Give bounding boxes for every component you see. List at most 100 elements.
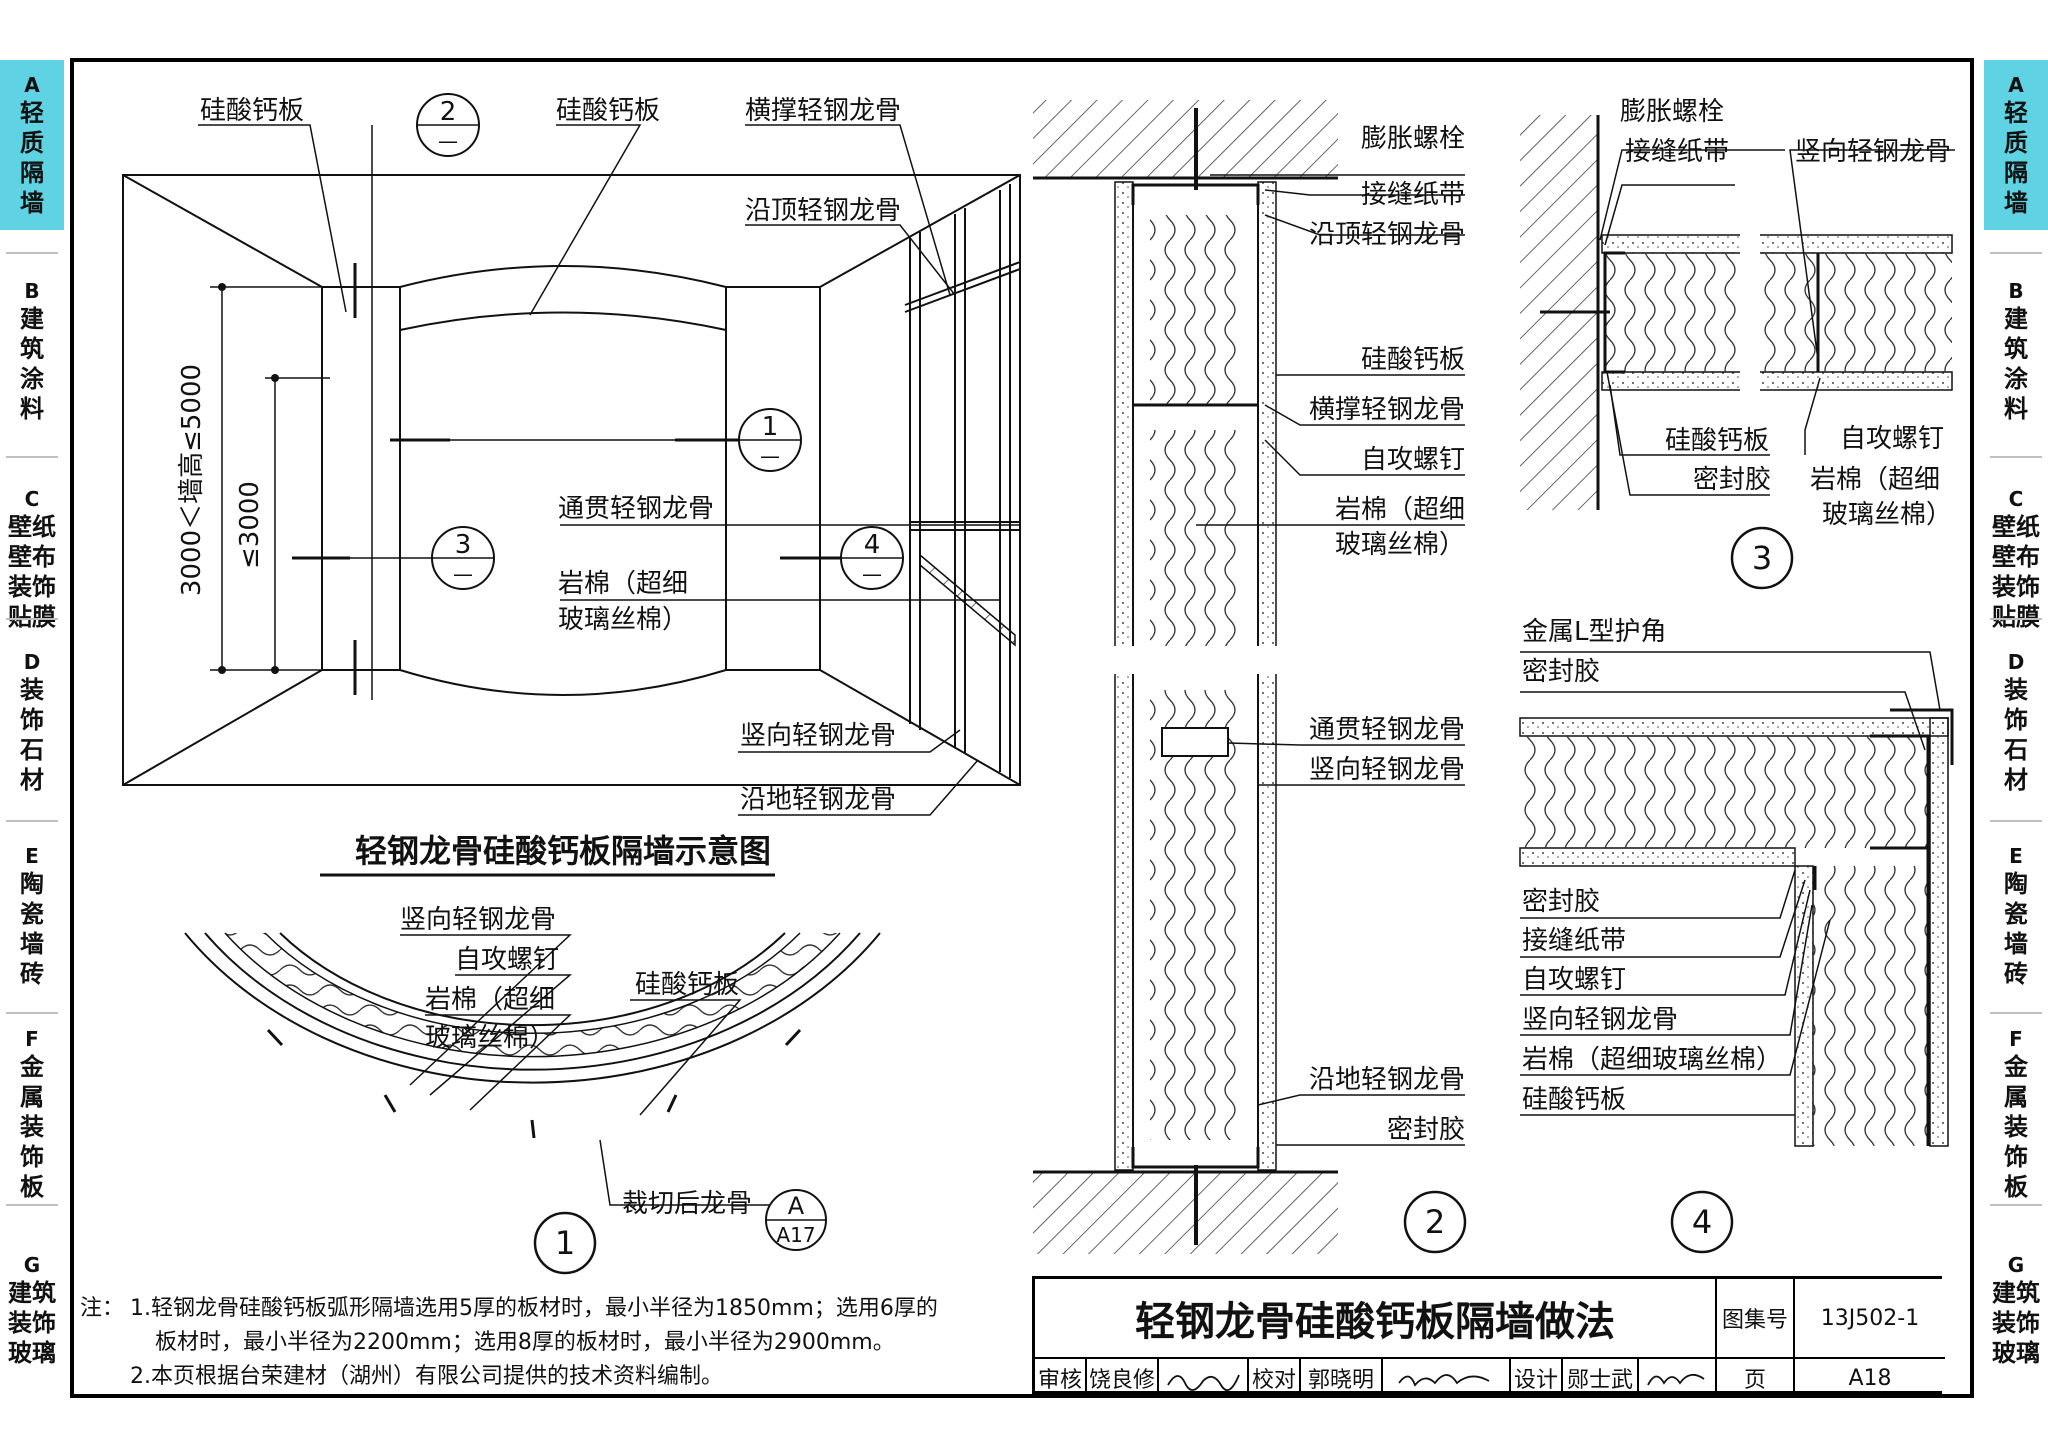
- chapter-tab-divider: [1990, 252, 2042, 254]
- drawing-sheet: 3000＜墙高≤5000 ≤3000 硅酸钙板 硅酸钙板 横撑轻钢龙骨 沿顶轻钢…: [122, 93, 1955, 1275]
- chapter-tab-divider: [1990, 618, 2042, 620]
- d1-label-rockwool-1: 岩棉（超细: [425, 985, 555, 1015]
- chapter-tab-name: 金属装饰板: [20, 1053, 44, 1201]
- d2-label-floor-runner: 沿地轻钢龙骨: [1309, 1065, 1465, 1095]
- note-1b: 板材时，最小半径为2200mm；选用8厚的板材时，最小半径为2900mm。: [155, 1330, 895, 1355]
- chapter-tab-letter: A: [24, 73, 40, 97]
- d2-label-board: 硅酸钙板: [1361, 345, 1465, 375]
- chapter-tab-name: 建筑涂料: [20, 305, 44, 423]
- page-label: 页: [1717, 1359, 1795, 1397]
- label-board-top: 硅酸钙板: [556, 96, 660, 126]
- d1-label-rockwool-2: 玻璃丝棉）: [425, 1023, 555, 1053]
- chapter-tab-divider: [6, 1012, 58, 1014]
- d4-label-sealant: 密封胶: [1522, 887, 1600, 917]
- review-name: 饶良修: [1087, 1359, 1159, 1397]
- d1-label-screw: 自攻螺钉: [455, 945, 559, 975]
- svg-text:4: 4: [1692, 1203, 1712, 1241]
- svg-text:3: 3: [1752, 539, 1772, 577]
- d1-label-board: 硅酸钙板: [635, 970, 739, 1000]
- detail-4-corner: 金属L型护角 密封胶 密封胶 接缝纸带 自攻螺钉 竖向轻钢龙骨 岩棉（超细玻璃丝…: [1519, 617, 1954, 1254]
- page-number: A18: [1848, 1365, 1892, 1391]
- chapter-tab-name: 装饰石材: [2004, 676, 2028, 794]
- chapter-tab-divider: [1990, 1012, 2042, 1014]
- chapter-tab-name: 轻质隔墙: [2004, 99, 2028, 217]
- review-label: 审核: [1035, 1359, 1087, 1397]
- svg-text:4: 4: [864, 530, 881, 560]
- callout-3: 3 —: [350, 526, 495, 590]
- label-floor-runner: 沿地轻钢龙骨: [740, 785, 896, 815]
- d3-label-tape: 接缝纸带: [1625, 137, 1729, 167]
- d2-label-tape: 接缝纸带: [1361, 180, 1465, 210]
- design-signature: [1639, 1359, 1717, 1397]
- chapter-tab-letter: G: [23, 1253, 41, 1277]
- dim-under-3000: ≤3000: [235, 481, 265, 569]
- d3-label-stud: 竖向轻钢龙骨: [1795, 137, 1951, 167]
- chapter-tab-letter: B: [2008, 279, 2024, 303]
- d3-label-bolt: 膨胀螺栓: [1620, 97, 1724, 127]
- chapter-tab-letter: D: [23, 650, 41, 674]
- d3-label-sealant: 密封胶: [1693, 465, 1771, 495]
- chapter-tab-name: 陶瓷墙砖: [2004, 870, 2028, 988]
- chapter-tab-divider: [1990, 456, 2042, 458]
- d4-label-rockwool: 岩棉（超细玻璃丝棉）: [1522, 1045, 1782, 1075]
- drawing-frame: [70, 58, 1974, 1398]
- detail-2-number: 2: [1403, 1190, 1467, 1254]
- d3-label-rockwool-2: 玻璃丝棉）: [1822, 500, 1952, 530]
- svg-text:—: —: [453, 562, 473, 586]
- chapter-tab-name: 壁纸壁布装饰贴膜: [1992, 513, 2040, 631]
- d3-label-screw: 自攻螺钉: [1840, 424, 1944, 454]
- label-rockwool-2: 玻璃丝棉）: [558, 605, 688, 635]
- callout-2: 2 —: [416, 93, 480, 157]
- chapter-tab-name: 陶瓷墙砖: [20, 870, 44, 988]
- d2-label-cross-brace: 横撑轻钢龙骨: [1309, 395, 1465, 425]
- d1-reference-A17: A A17: [765, 1189, 827, 1251]
- svg-text:—: —: [438, 129, 458, 153]
- d4-label-tape: 接缝纸带: [1522, 926, 1626, 956]
- design-label: 设计: [1511, 1359, 1563, 1397]
- svg-text:2: 2: [440, 97, 457, 127]
- d3-label-board: 硅酸钙板: [1665, 426, 1769, 456]
- dim-wall-height: 3000＜墙高≤5000: [177, 364, 207, 596]
- check-name: 郭晓明: [1301, 1359, 1383, 1397]
- chapter-tab-divider: [1990, 820, 2042, 822]
- d4-label-board: 硅酸钙板: [1522, 1085, 1626, 1115]
- label-top-runner: 沿顶轻钢龙骨: [745, 196, 901, 226]
- d2-label-top-runner: 沿顶轻钢龙骨: [1309, 220, 1465, 250]
- detail-2-vertical-section: 膨胀螺栓 接缝纸带 沿顶轻钢龙骨 硅酸钙板 横撑轻钢龙骨 自攻螺钉 岩棉（超细 …: [1033, 100, 1467, 1254]
- d2-label-screw: 自攻螺钉: [1361, 445, 1465, 475]
- svg-text:1: 1: [555, 1224, 575, 1262]
- d3-label-rockwool-1: 岩棉（超细: [1810, 465, 1940, 495]
- chapter-tab-letter: F: [25, 1027, 39, 1051]
- chapter-tab-letter: B: [24, 279, 40, 303]
- detail-1-number: 1: [533, 1211, 597, 1275]
- chapter-tab-letter: G: [2007, 1253, 2025, 1277]
- chapter-tab-letter: E: [2009, 844, 2023, 868]
- detail-3-number: 3: [1730, 526, 1794, 590]
- svg-text:2: 2: [1425, 1203, 1445, 1241]
- d4-label-corner: 金属L型护角: [1522, 617, 1667, 647]
- chapter-tab-divider: [6, 618, 58, 620]
- d1-label-cut-keel: 裁切后龙骨: [622, 1189, 752, 1219]
- detail-3-wall-junction: 膨胀螺栓 接缝纸带 竖向轻钢龙骨 硅酸钙板 密封胶 自攻螺钉 岩棉（超细 玻璃丝…: [1520, 97, 1955, 590]
- chapter-tab-name: 装饰石材: [20, 676, 44, 794]
- chapter-tab-letter: C: [24, 487, 40, 511]
- detail-1-curved-wall: 竖向轻钢龙骨 自攻螺钉 岩棉（超细 玻璃丝棉） 硅酸钙板 裁切后龙骨 A A17…: [184, 905, 881, 1275]
- svg-text:A17: A17: [776, 1223, 815, 1247]
- design-name: 郧士武: [1563, 1359, 1639, 1397]
- atlas-number: 13J502-1: [1795, 1279, 1945, 1359]
- d2-label-through-keel: 通贯轻钢龙骨: [1309, 715, 1465, 745]
- svg-text:1: 1: [762, 412, 779, 442]
- check-label: 校对: [1249, 1359, 1301, 1397]
- chapter-tab-letter: D: [2007, 650, 2025, 674]
- d4-label-stud: 竖向轻钢龙骨: [1522, 1005, 1678, 1035]
- svg-text:—: —: [862, 562, 882, 586]
- title-block: 轻钢龙骨硅酸钙板隔墙做法 图集号 13J502-1 审核 饶良修 校对 郭晓明 …: [1032, 1276, 1945, 1397]
